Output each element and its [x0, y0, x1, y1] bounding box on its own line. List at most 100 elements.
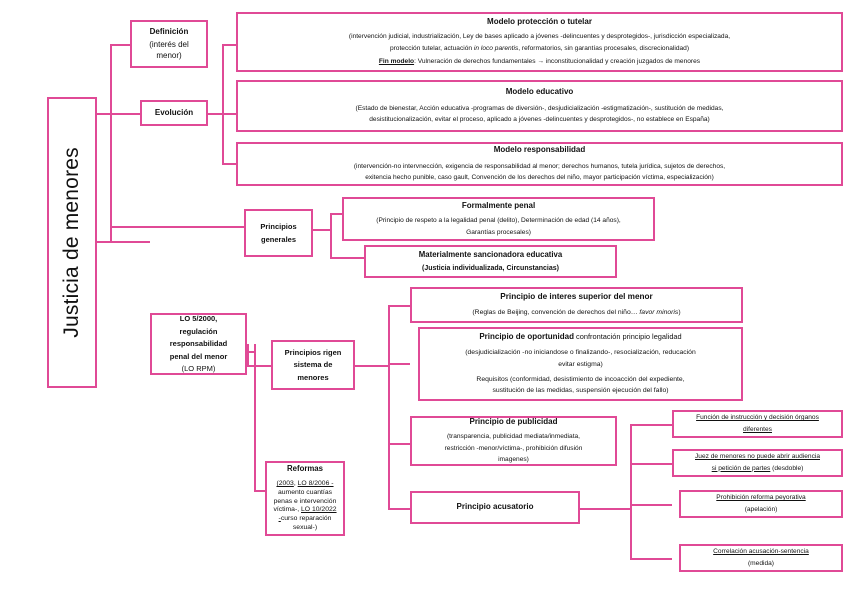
- node-principios-generales-line1: Principios: [260, 221, 297, 231]
- connector-trunk-e: [388, 305, 390, 508]
- node-publicidad-line3: imagenes): [498, 456, 529, 464]
- node-interes-superior[interactable]: Principio de interes superior del menor …: [410, 287, 743, 323]
- node-principios-generales-line2: generales: [260, 234, 297, 244]
- node-modelo-proteccion-line1: (intervención judicial, industrializació…: [348, 33, 731, 41]
- connector-pg-trunk: [313, 229, 332, 231]
- connector-lo-to-reformas-v: [254, 344, 256, 490]
- connector-to-oportunidad: [388, 363, 410, 365]
- node-acusatorio-garantia-2-line1: Juez de menores no puede abrir audiencia: [695, 453, 820, 461]
- node-modelo-educativo[interactable]: Modelo educativo (Estado de bienestar, A…: [236, 80, 843, 132]
- node-acusatorio-title: Principio acusatorio: [456, 502, 534, 512]
- connector-trunk-f: [630, 424, 632, 560]
- node-oportunidad-title: Principio de oportunidad confrontación p…: [479, 332, 682, 341]
- node-modelo-educativo-line1: (Estado de bienestar, Acción educativa -…: [355, 104, 724, 112]
- connector-evolucion-trunk: [207, 113, 224, 115]
- connector-trunk-a-lower: [110, 226, 112, 242]
- node-evolucion-title: Evolución: [154, 107, 194, 117]
- connector-to-acus-1: [630, 424, 672, 426]
- connector-to-acus-4: [630, 558, 672, 560]
- root-node-justicia-de-menores[interactable]: Justicia de menores: [47, 97, 97, 388]
- connector-lo-down: [247, 344, 249, 367]
- connector-to-acus-3: [630, 504, 672, 506]
- connector-to-modelo-proteccion: [222, 44, 236, 46]
- connector-trunk-c: [222, 44, 224, 164]
- node-oportunidad-line4: sustitución de las medidas, suspensión e…: [492, 387, 669, 395]
- node-acusatorio-garantia-4-line1: Correlación acusación-sentencia: [713, 548, 809, 556]
- connector-to-modelo-responsabilidad: [222, 163, 236, 165]
- connector-to-interes-superior: [388, 305, 410, 307]
- node-lo-5-2000[interactable]: LO 5/2000, regulación responsabilidad pe…: [150, 313, 247, 375]
- node-modelo-educativo-title: Modelo educativo: [505, 87, 574, 97]
- node-modelo-educativo-line2: desistitucionalización, evitar el proces…: [369, 116, 710, 124]
- node-lo-5-2000-line4: penal del menor: [169, 351, 228, 361]
- node-acusatorio-garantia-2[interactable]: Juez de menores no puede abrir audiencia…: [672, 449, 843, 477]
- node-formalmente-penal-title: Formalmente penal: [461, 200, 536, 210]
- node-reformas-body: (2003, LO 8/2006 -aumento cuantías penas…: [273, 480, 337, 531]
- node-modelo-responsabilidad-line2: exitencia hecho punible, caso gault, Con…: [365, 174, 714, 182]
- node-principios-rigen-line2: sistema de: [293, 360, 333, 370]
- connector-root-trunk-b: [97, 113, 107, 115]
- node-publicidad[interactable]: Principio de publicidad (transparencia, …: [410, 416, 617, 466]
- node-modelo-proteccion-title: Modelo protección o tutelar: [487, 17, 592, 27]
- node-oportunidad-line1: (desjudicialización -no iniciandose o fi…: [465, 349, 696, 357]
- node-lo-5-2000-line1: LO 5/2000,: [179, 314, 218, 324]
- node-principios-rigen-line1: Principios rigen: [284, 347, 342, 357]
- node-formalmente-penal-line1: (Principio de respeto a la legalidad pen…: [376, 217, 621, 225]
- node-modelo-responsabilidad-title: Modelo responsabilidad: [493, 145, 586, 155]
- connector-to-acusatorio: [388, 508, 410, 510]
- connector-trunk-a: [110, 44, 112, 243]
- node-oportunidad[interactable]: Principio de oportunidad confrontación p…: [418, 327, 743, 401]
- node-acusatorio[interactable]: Principio acusatorio: [410, 491, 580, 524]
- connector-to-reformas: [254, 490, 265, 492]
- node-materialmente-sancionadora[interactable]: Materialmente sancionadora educativa (Ju…: [364, 245, 617, 278]
- root-node-label: Justicia de menores: [59, 147, 83, 338]
- node-modelo-proteccion-line3: Fin modelo: Vulneración de derechos fund…: [378, 58, 701, 66]
- node-acusatorio-garantia-1[interactable]: Función de instrucción y decisión órgano…: [672, 410, 843, 438]
- node-publicidad-line2: restricción -menor/víctima-, prohibición…: [444, 444, 583, 452]
- connector-pr-trunk: [355, 365, 390, 367]
- node-acusatorio-garantia-3-line2: (apelación): [744, 505, 778, 513]
- node-interes-superior-line1: (Reglas de Beijing, convención de derech…: [472, 308, 681, 316]
- node-formalmente-penal-line2: Garantías procesales): [466, 228, 531, 236]
- node-definicion-sub: (interés del menor): [149, 40, 189, 60]
- node-acusatorio-garantia-2-line2: si petición de partes (desdoble): [711, 464, 804, 472]
- connector-to-modelo-educativo: [222, 113, 236, 115]
- node-materialmente-sancionadora-line1: (Justicia individualizada, Circunstancia…: [422, 264, 559, 272]
- node-modelo-responsabilidad[interactable]: Modelo responsabilidad (intervención-no …: [236, 142, 843, 186]
- node-modelo-responsabilidad-line1: (intervención-no intervnección, exigenci…: [353, 162, 726, 170]
- node-acusatorio-garantia-4[interactable]: Correlación acusación-sentencia (medida): [679, 544, 843, 572]
- node-materialmente-sancionadora-title: Materialmente sancionadora educativa: [418, 249, 563, 259]
- node-modelo-proteccion[interactable]: Modelo protección o tutelar (intervenció…: [236, 12, 843, 72]
- connector-root-trunk: [97, 241, 112, 243]
- connector-to-principios-generales: [110, 226, 244, 228]
- node-evolucion[interactable]: Evolución: [140, 100, 208, 126]
- node-oportunidad-line3: Requisitos (conformidad, desistimiento d…: [476, 375, 685, 383]
- connector-to-evolucion: [103, 113, 140, 115]
- connector-to-materialmente: [330, 257, 364, 259]
- node-principios-generales[interactable]: Principios generales: [244, 209, 313, 257]
- node-principios-rigen-line3: menores: [297, 372, 329, 382]
- node-principios-rigen[interactable]: Principios rigen sistema de menores: [271, 340, 355, 390]
- node-publicidad-line1: (transparencia, publicidad mediata/inmed…: [446, 433, 581, 441]
- connector-to-publicidad: [388, 443, 410, 445]
- node-publicidad-title: Principio de publicidad: [469, 417, 558, 427]
- node-reformas[interactable]: Reformas (2003, LO 8/2006 -aumento cuant…: [265, 461, 345, 536]
- node-acusatorio-garantia-1-line1: Función de instrucción y decisión órgano…: [696, 414, 819, 422]
- connector-to-formalmente-penal: [330, 213, 342, 215]
- node-acusatorio-garantia-3-line1: Prohibición reforma peyorativa: [716, 494, 806, 502]
- node-formalmente-penal[interactable]: Formalmente penal (Principio de respeto …: [342, 197, 655, 241]
- node-lo-5-2000-line2: regulación: [179, 326, 218, 336]
- connector-trunk-d: [330, 213, 332, 259]
- connector-acus-trunk: [580, 508, 632, 510]
- connector-lo-to-principios-rigen: [247, 365, 271, 367]
- node-acusatorio-garantia-3[interactable]: Prohibición reforma peyorativa (apelació…: [679, 490, 843, 518]
- node-interes-superior-title: Principio de interes superior del menor: [500, 292, 653, 302]
- node-reformas-title: Reformas: [287, 464, 323, 474]
- node-lo-5-2000-line3: responsabilidad: [169, 339, 228, 349]
- connector-to-definicion: [110, 44, 130, 46]
- connector-to-acus-2: [630, 463, 672, 465]
- node-definicion[interactable]: Definición (interés del menor): [130, 20, 208, 68]
- node-acusatorio-garantia-4-line2: (medida): [747, 559, 775, 567]
- node-lo-5-2000-line5: (LO RPM): [181, 364, 216, 374]
- node-acusatorio-garantia-1-line2: diferentes: [743, 425, 772, 433]
